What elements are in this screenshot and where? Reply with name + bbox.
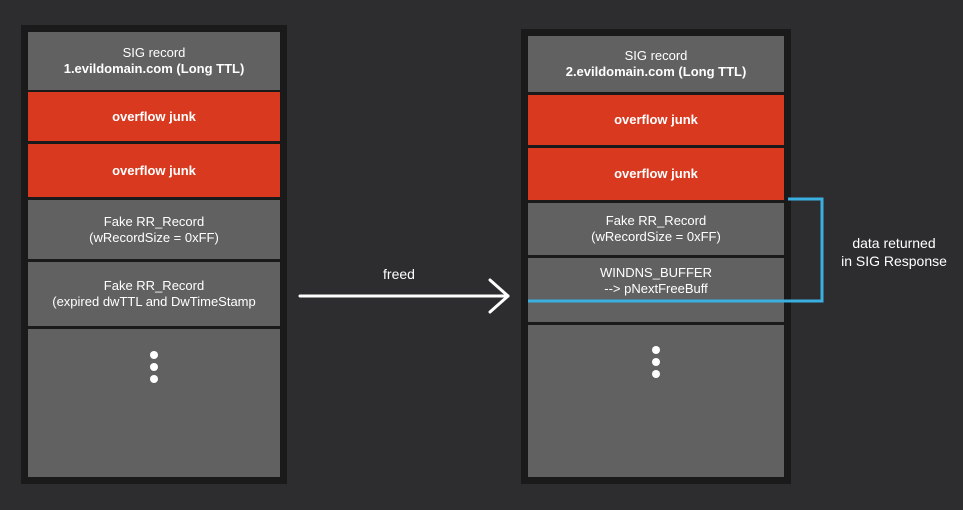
left-memory-column: SIG record 1.evildomain.com (Long TTL) o… (21, 25, 287, 484)
dot (150, 351, 158, 359)
right-windns-buffer: WINDNS_BUFFER --> pNextFreeBuff (528, 258, 784, 322)
right-windns-buffer-line2: --> pNextFreeBuff (604, 281, 708, 296)
left-ellipsis-dots (150, 351, 158, 383)
left-sig-record: SIG record 1.evildomain.com (Long TTL) (28, 32, 280, 90)
left-fake-rr-record-2: Fake RR_Record (expired dwTTL and DwTime… (28, 262, 280, 326)
left-overflow-junk-2: overflow junk (28, 144, 280, 197)
left-fake-rr-record-1: Fake RR_Record (wRecordSize = 0xFF) (28, 200, 280, 259)
right-memory-column: SIG record 2.evildomain.com (Long TTL) o… (521, 29, 791, 484)
right-fake-rr-line2: (wRecordSize = 0xFF) (591, 229, 721, 244)
left-overflow-junk-2-label: overflow junk (112, 162, 196, 178)
dot (652, 370, 660, 378)
left-remaining-memory (28, 329, 280, 477)
data-returned-line1: data returned (852, 235, 936, 251)
right-remaining-memory (528, 325, 784, 477)
left-fake-rr-1-line1: Fake RR_Record (103, 213, 205, 229)
right-overflow-junk-2: overflow junk (528, 148, 784, 200)
left-overflow-junk-1: overflow junk (28, 92, 280, 141)
dot (150, 363, 158, 371)
data-returned-line2: in SIG Response (841, 253, 947, 269)
data-returned-bracket (528, 197, 824, 303)
right-sig-record-domain: 2.evildomain.com (Long TTL) (565, 64, 747, 79)
right-windns-buffer-line1: WINDNS_BUFFER (600, 265, 712, 280)
right-fake-rr-line1: Fake RR_Record (605, 213, 707, 228)
dot (652, 346, 660, 354)
left-overflow-junk-1-label: overflow junk (112, 108, 196, 124)
left-fake-rr-2-line2: (expired dwTTL and DwTimeStamp (52, 294, 256, 309)
right-overflow-junk-1: overflow junk (528, 95, 784, 145)
right-overflow-junk-2-label: overflow junk (614, 166, 698, 181)
data-returned-label: data returned in SIG Response (834, 234, 954, 270)
right-overflow-junk-1-label: overflow junk (614, 112, 698, 127)
dot (150, 375, 158, 383)
left-fake-rr-1-line2: (wRecordSize = 0xFF) (89, 229, 219, 245)
right-ellipsis-dots (652, 346, 660, 378)
left-fake-rr-2-line1: Fake RR_Record (103, 278, 205, 293)
dot (652, 358, 660, 366)
right-fake-rr-record: Fake RR_Record (wRecordSize = 0xFF) (528, 203, 784, 255)
left-sig-record-title: SIG record (122, 45, 186, 60)
left-sig-record-domain: 1.evildomain.com (Long TTL) (63, 61, 245, 76)
freed-arrow-icon (298, 278, 510, 314)
right-sig-record: SIG record 2.evildomain.com (Long TTL) (528, 36, 784, 92)
freed-label: freed (383, 266, 415, 282)
right-sig-record-title: SIG record (624, 48, 688, 63)
